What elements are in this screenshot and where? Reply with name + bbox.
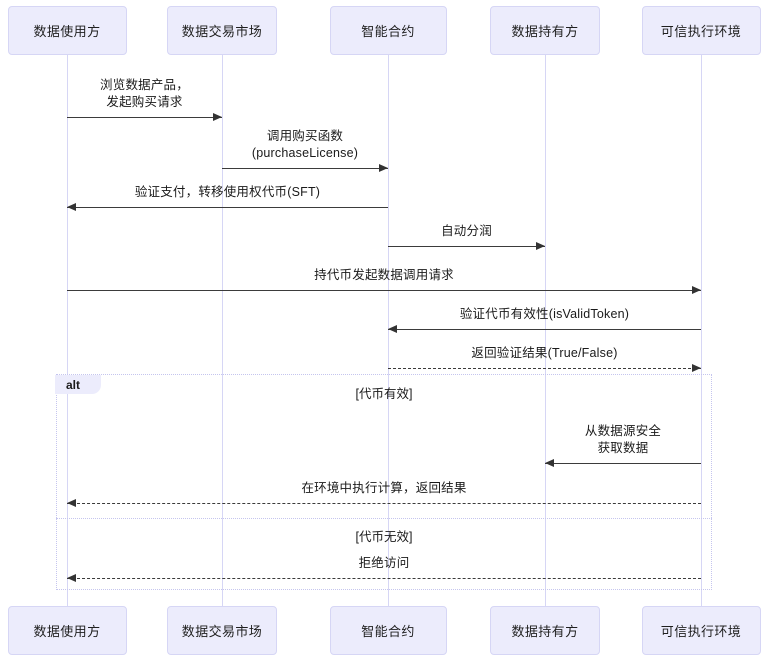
message-line-m2: [222, 168, 388, 169]
message-label-m10: 拒绝访问: [358, 556, 410, 570]
participant-label: 数据交易市场: [181, 24, 263, 39]
participant-consumer-top[interactable]: 数据使用方: [7, 6, 127, 55]
message-label-m5: 持代币发起数据调用请求: [314, 268, 454, 282]
message-label-m8: 从数据源安全 获取数据: [584, 424, 662, 455]
arrow-head-m2: [379, 164, 388, 172]
message-line-m6: [388, 329, 701, 330]
message-line-m8: [545, 463, 701, 464]
arrow-head-m10: [67, 574, 76, 582]
arrow-head-m5: [692, 286, 701, 294]
lifeline-consumer: [67, 55, 68, 606]
participant-label: 智能合约: [361, 24, 415, 39]
message-line-m9: [67, 503, 701, 504]
arrow-head-m6: [388, 325, 397, 333]
message-label-m3: 验证支付，转移使用权代币(SFT): [134, 185, 321, 199]
arrow-head-m4: [536, 242, 545, 250]
message-line-m3: [67, 207, 388, 208]
alt-fragment-tag: alt: [55, 375, 101, 394]
message-line-m4: [388, 246, 545, 247]
lifeline-marketplace: [222, 55, 223, 606]
participant-holder-top[interactable]: 数据持有方: [490, 6, 600, 55]
participant-label: 数据使用方: [33, 24, 101, 39]
participant-tee-bottom[interactable]: 可信执行环境: [641, 606, 761, 655]
participant-tee-top[interactable]: 可信执行环境: [641, 6, 761, 55]
message-line-m5: [67, 290, 701, 291]
message-label-m9: 在环境中执行计算，返回结果: [301, 481, 467, 495]
arrow-head-m3: [67, 203, 76, 211]
arrow-head-m8: [545, 459, 554, 467]
participant-contract-top[interactable]: 智能合约: [329, 6, 447, 55]
alt-condition-0: [代币有效]: [355, 387, 413, 401]
message-label-m4: 自动分润: [441, 224, 492, 238]
message-line-m7: [388, 368, 701, 369]
lifeline-holder: [545, 55, 546, 606]
participant-contract-bottom[interactable]: 智能合约: [329, 606, 447, 655]
participant-label: 数据持有方: [511, 24, 579, 39]
arrow-head-m1: [213, 113, 222, 121]
message-line-m10: [67, 578, 701, 579]
message-label-m6: 验证代币有效性(isValidToken): [459, 307, 630, 321]
message-line-m1: [67, 117, 222, 118]
participant-marketplace-bottom[interactable]: 数据交易市场: [167, 606, 277, 655]
alt-fragment-frame: [56, 374, 712, 590]
arrow-head-m9: [67, 499, 76, 507]
lifeline-tee: [701, 55, 702, 606]
participant-label: 数据使用方: [33, 624, 101, 639]
participant-label: 数据交易市场: [181, 624, 263, 639]
participant-consumer-bottom[interactable]: 数据使用方: [7, 606, 127, 655]
participant-marketplace-top[interactable]: 数据交易市场: [167, 6, 277, 55]
participant-label: 数据持有方: [511, 624, 579, 639]
participant-label: 可信执行环境: [660, 624, 742, 639]
alt-branch-divider: [56, 518, 712, 519]
participant-holder-bottom[interactable]: 数据持有方: [490, 606, 600, 655]
arrow-head-m7: [692, 364, 701, 372]
alt-condition-1: [代币无效]: [355, 530, 413, 544]
participant-label: 智能合约: [361, 624, 415, 639]
participant-label: 可信执行环境: [660, 24, 742, 39]
message-label-m1: 浏览数据产品， 发起购买请求: [100, 78, 189, 109]
message-label-m2: 调用购买函数 (purchaseLicense): [251, 129, 359, 160]
message-label-m7: 返回验证结果(True/False): [471, 346, 618, 360]
